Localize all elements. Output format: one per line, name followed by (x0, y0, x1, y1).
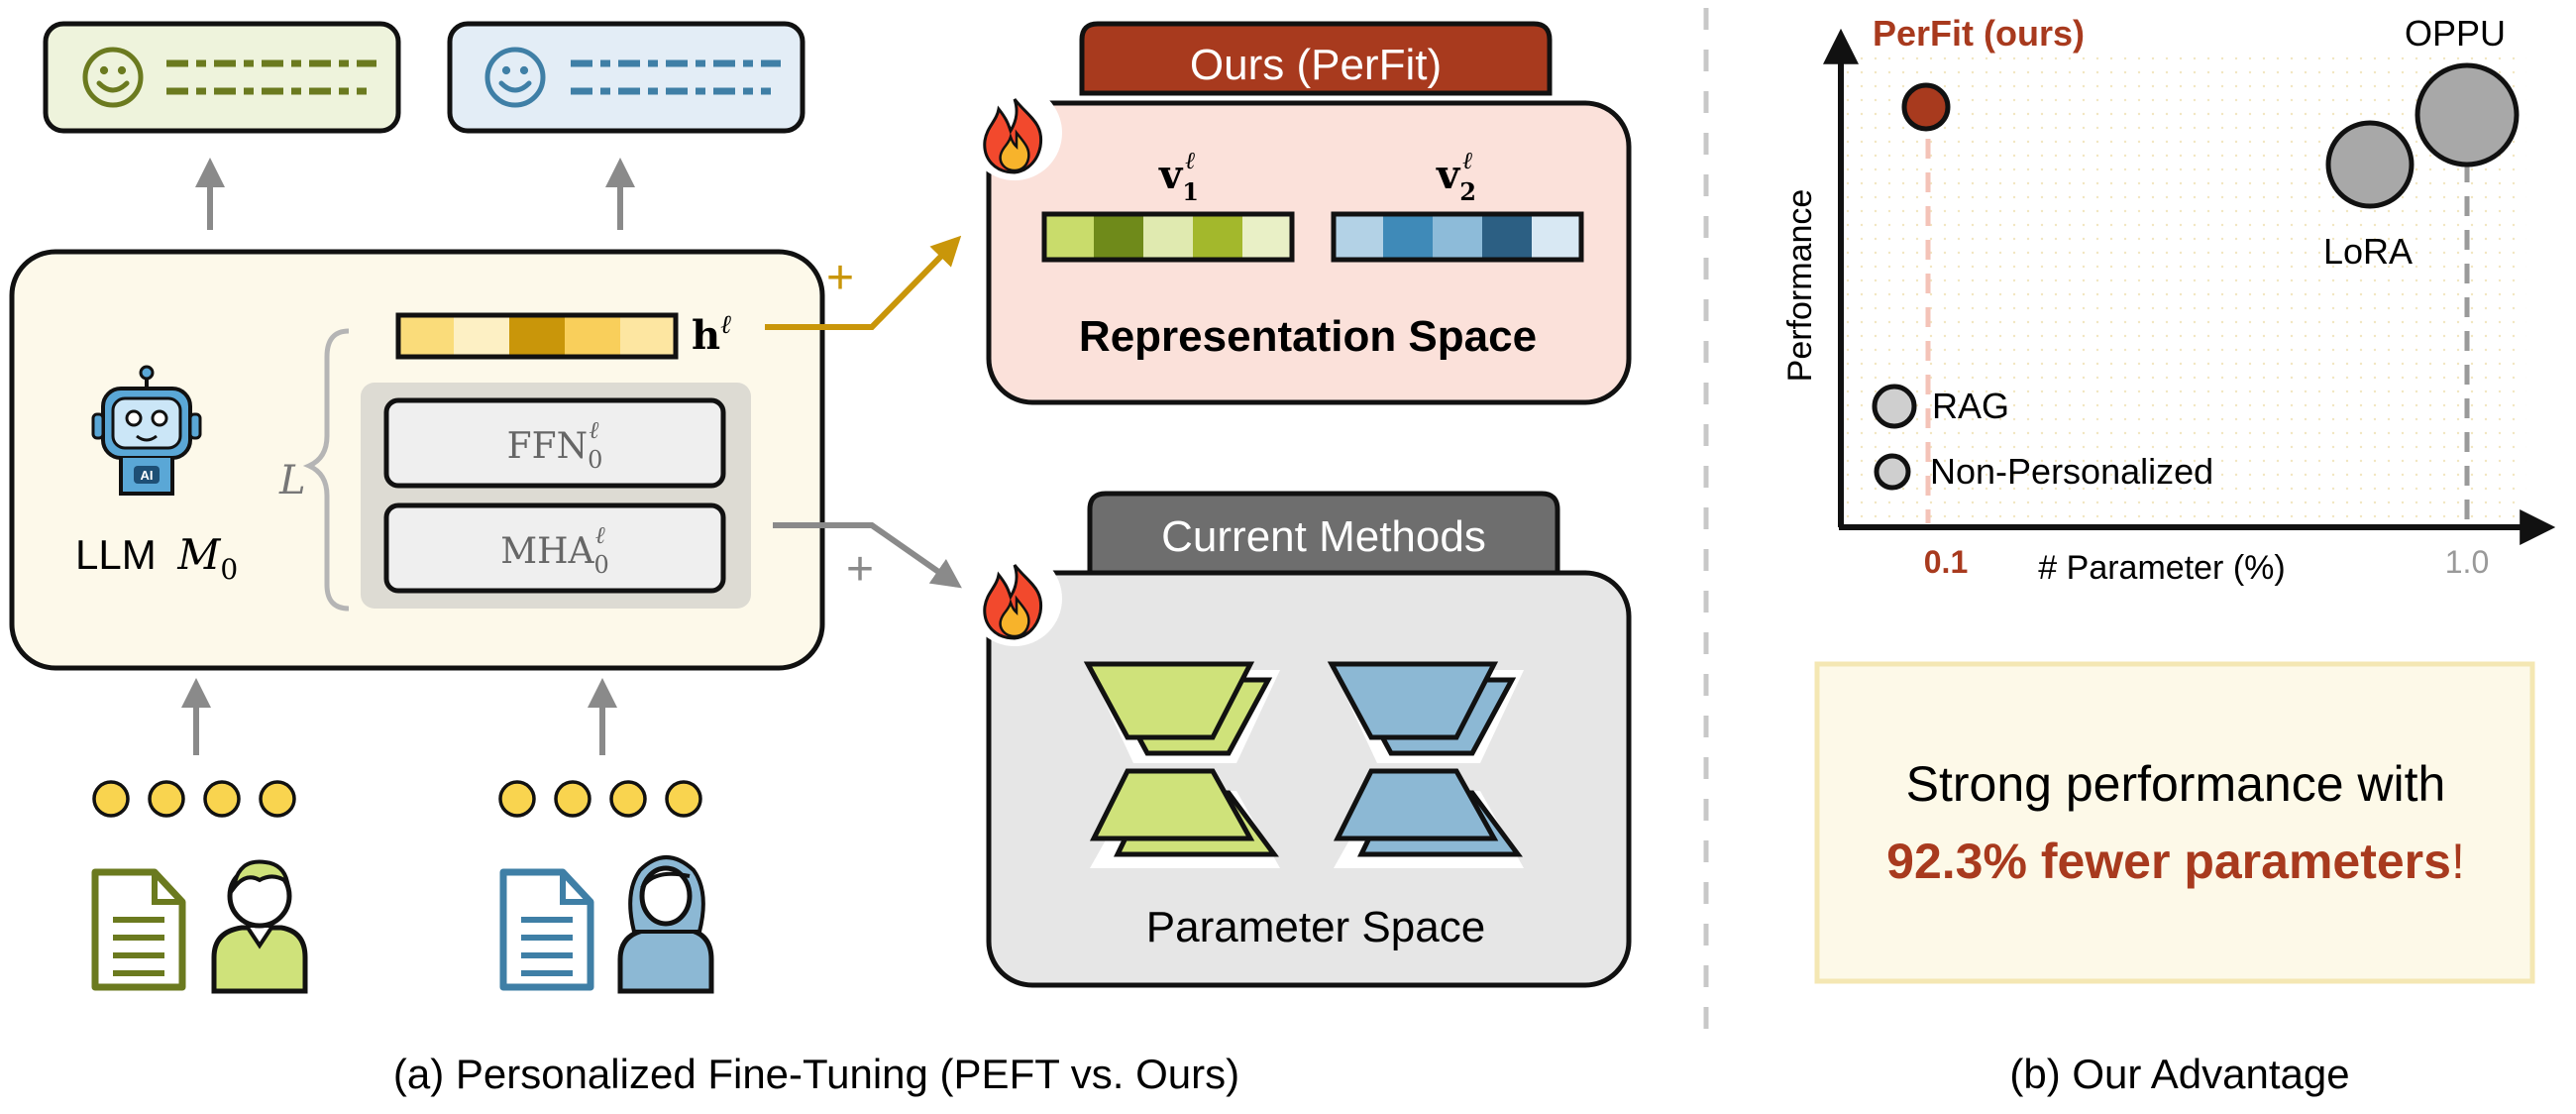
x-tick-01: 0.1 (1924, 544, 1968, 580)
robot-icon: AI (91, 365, 202, 496)
v1-vector (1041, 211, 1295, 263)
plot-background (1843, 48, 2526, 523)
hidden-state-vector (395, 312, 679, 360)
plus-gray: + (846, 543, 874, 596)
caption-left: (a) Personalized Fine-Tuning (PEFT vs. O… (393, 1051, 1239, 1097)
point-oppu (2415, 62, 2520, 167)
advantage-box (1814, 661, 2535, 984)
layer-brace (302, 328, 350, 612)
document-icon-user2 (499, 868, 594, 991)
text-lines-icon (166, 59, 376, 95)
left-panel: AI LLM M0 L hℓ FFN0ℓ MHA0ℓ (9, 21, 1632, 1097)
v2-label: v2ℓ (1436, 147, 1476, 206)
current-tab-label: Current Methods (1161, 512, 1486, 561)
parameter-space-label: Parameter Space (1146, 903, 1485, 951)
arrow-to-parameter (773, 522, 962, 589)
person-icon-user1 (211, 859, 308, 994)
legend-label-nonpersonalized: Non-Personalized (1930, 451, 2213, 492)
v1-label: v1ℓ (1158, 147, 1199, 206)
legend-marker-rag (1872, 384, 1917, 429)
point-perfit (1901, 82, 1951, 132)
hidden-state-label: hℓ (692, 310, 731, 359)
ffn-label: FFN0ℓ (507, 416, 603, 474)
layer-depth-label: L (278, 458, 306, 503)
output-bubble-user1 (43, 21, 401, 134)
ours-tab-label: Ours (PerFit) (1190, 41, 1442, 89)
mha-label: MHA0ℓ (500, 521, 609, 579)
x-axis-label: # Parameter (%) (2038, 549, 2285, 587)
flame-icon (965, 549, 1064, 648)
ours-perfit-box: Ours (PerFit) v1ℓ v2ℓ (965, 21, 1632, 405)
representation-space-label: Representation Space (1079, 312, 1537, 361)
svg-text:AI: AI (141, 468, 154, 483)
x-tick-10: 1.0 (2445, 544, 2489, 580)
advantage-line1: Strong performance with (1906, 756, 2446, 812)
input-tokens-user2 (498, 780, 702, 818)
label-perfit: PerFit (ours) (1873, 13, 2085, 54)
point-lora (2325, 120, 2415, 209)
plus-gold: + (826, 252, 854, 304)
label-oppu: OPPU (2405, 13, 2506, 54)
ffn-box (383, 397, 726, 489)
adapter-icon-blue (1327, 661, 1524, 868)
y-axis-label: Performance (1781, 189, 1819, 383)
right-panel: Performance # Parameter (%) 0.1 1.0 PerF… (1781, 13, 2556, 1097)
mha-box (383, 502, 726, 594)
llm-label: LLM M0 (75, 530, 238, 586)
input-tokens-user1 (92, 780, 296, 818)
legend-label-rag: RAG (1932, 386, 2009, 426)
document-icon-user1 (91, 868, 186, 991)
flame-icon (965, 83, 1064, 182)
person-icon-user2 (617, 855, 714, 994)
output-bubble-user2 (447, 21, 805, 134)
label-lora: LoRA (2323, 231, 2413, 272)
caption-right: (b) Our Advantage (2009, 1051, 2349, 1097)
legend-marker-nonpersonalized (1874, 453, 1911, 491)
arrow-to-representation (765, 235, 962, 330)
adapter-icon-green (1083, 661, 1280, 868)
text-lines-icon (571, 59, 781, 95)
v2-vector (1331, 211, 1584, 263)
current-methods-box: Current Methods Parameter Spac (965, 491, 1632, 988)
advantage-line2: 92.3% fewer parameters! (1886, 834, 2465, 889)
